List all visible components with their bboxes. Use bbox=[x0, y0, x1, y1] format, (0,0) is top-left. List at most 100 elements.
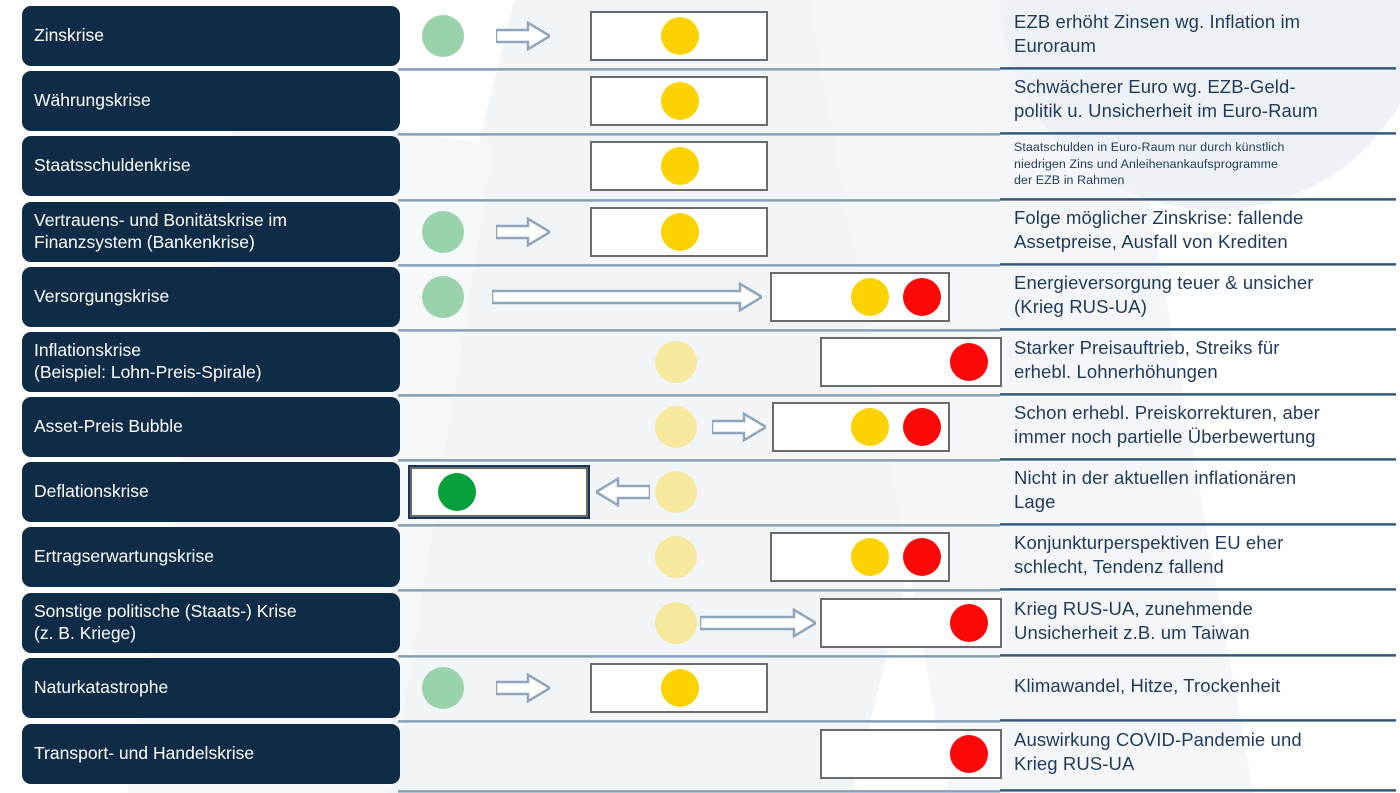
row-description-line: Assetpreise, Ausfall von Krediten bbox=[1014, 230, 1288, 252]
status-frame bbox=[590, 11, 768, 61]
status-frame bbox=[590, 663, 768, 713]
row-label-line: Deflationskrise bbox=[34, 481, 149, 502]
row-separator-left bbox=[398, 133, 1000, 136]
arrow-right-icon bbox=[710, 411, 769, 447]
row-label-text: Naturkatastrophe bbox=[34, 677, 168, 699]
row-description: Energieversorgung teuer & unsicher(Krieg… bbox=[1014, 271, 1394, 318]
yellow-dot bbox=[851, 538, 889, 576]
row-description-line: der EZB in Rahmen bbox=[1014, 173, 1125, 188]
row-description-line: Schwächerer Euro wg. EZB-Geld- bbox=[1014, 76, 1296, 98]
row-label-line: Vertrauens- und Bonitätskrise im bbox=[34, 210, 287, 231]
row-label-line: (Beispiel: Lohn-Preis-Spirale) bbox=[34, 362, 262, 382]
row-label-text: Asset-Preis Bubble bbox=[34, 416, 183, 438]
row-label-naturkatastrophe[interactable]: Naturkatastrophe bbox=[22, 658, 400, 718]
row-label-deflationskrise[interactable]: Deflationskrise bbox=[22, 462, 400, 522]
row-separator-right bbox=[1000, 263, 1396, 266]
row-description-line: Klimawandel, Hitze, Trockenheit bbox=[1014, 675, 1281, 697]
status-frame bbox=[820, 729, 1002, 779]
yellow-dot bbox=[661, 82, 699, 120]
row-label-text: Deflationskrise bbox=[34, 481, 149, 503]
arrow-right-icon bbox=[494, 216, 553, 252]
row-separator-left bbox=[398, 329, 1000, 332]
row-description-line: Krieg RUS-UA, zunehmende bbox=[1014, 598, 1253, 620]
yellow-dot bbox=[851, 278, 889, 316]
row-label-zinskrise[interactable]: Zinskrise bbox=[22, 6, 400, 66]
row-label-line: Sonstige politische (Staats-) Krise bbox=[34, 601, 297, 622]
green-light-dot bbox=[422, 276, 464, 318]
row-description: Klimawandel, Hitze, Trockenheit bbox=[1014, 674, 1394, 698]
row-label-line: Naturkatastrophe bbox=[34, 677, 169, 698]
green-light-dot bbox=[422, 15, 464, 57]
row-separator-right bbox=[1000, 67, 1396, 70]
row-separator-left bbox=[398, 264, 1000, 267]
status-frame bbox=[590, 141, 768, 191]
yellow-faded-dot bbox=[655, 406, 697, 448]
row-label-asset-preis-bubble[interactable]: Asset-Preis Bubble bbox=[22, 397, 400, 457]
row-description-line: Unsicherheit z.B. um Taiwan bbox=[1014, 621, 1250, 643]
row-description-line: schlecht, Tendenz fallend bbox=[1014, 555, 1224, 577]
row-separator-right bbox=[1000, 789, 1396, 792]
row-separator-right bbox=[1000, 458, 1396, 461]
row-label-text: Versorgungskrise bbox=[34, 286, 169, 308]
row-label-waehrungskrise[interactable]: Währungskrise bbox=[22, 71, 400, 131]
row-description: Staatschulden in Euro-Raum nur durch kün… bbox=[1014, 139, 1386, 189]
row-separator-right bbox=[1000, 588, 1396, 591]
status-frame bbox=[820, 598, 1002, 648]
row-separator-right bbox=[1000, 523, 1396, 526]
row-description-line: Schon erhebl. Preiskorrekturen, aber bbox=[1014, 402, 1320, 424]
row-label-ertragserwartungskrise[interactable]: Ertragserwartungskrise bbox=[22, 527, 400, 587]
row-label-line: Inflationskrise bbox=[34, 340, 141, 361]
row-separator-left bbox=[398, 68, 1000, 71]
row-description-line: erhebl. Lohnerhöhungen bbox=[1014, 360, 1218, 382]
arrow-right-icon bbox=[494, 20, 553, 56]
row-label-inflationskrise[interactable]: Inflationskrise(Beispiel: Lohn-Preis-Spi… bbox=[22, 332, 400, 392]
status-frame bbox=[770, 272, 950, 322]
row-description-line: Folge möglicher Zinskrise: fallende bbox=[1014, 207, 1304, 229]
row-label-text: Inflationskrise(Beispiel: Lohn-Preis-Spi… bbox=[34, 340, 262, 384]
status-frame bbox=[408, 465, 590, 519]
row-separator-right bbox=[1000, 719, 1396, 722]
row-description-line: Energieversorgung teuer & unsicher bbox=[1014, 272, 1314, 294]
row-label-line: Finanzsystem (Bankenkrise) bbox=[34, 232, 255, 252]
arrow-right-icon bbox=[698, 607, 819, 643]
status-frame bbox=[772, 402, 950, 452]
row-label-transport-handelskrise[interactable]: Transport- und Handelskrise bbox=[22, 724, 400, 784]
row-separator-right bbox=[1000, 198, 1396, 201]
arrow-left-icon bbox=[593, 476, 652, 512]
status-frame bbox=[590, 207, 768, 257]
status-frame bbox=[820, 337, 1002, 387]
arrow-right-icon bbox=[490, 281, 765, 317]
row-description-line: Starker Preisauftrieb, Streiks für bbox=[1014, 337, 1280, 359]
row-label-text: Transport- und Handelskrise bbox=[34, 743, 254, 765]
red-dot bbox=[903, 278, 941, 316]
yellow-dot bbox=[661, 669, 699, 707]
row-label-text: Zinskrise bbox=[34, 25, 104, 47]
row-description-line: politik u. Unsicherheit im Euro-Raum bbox=[1014, 99, 1318, 121]
row-separator-right bbox=[1000, 328, 1396, 331]
row-description-line: Auswirkung COVID-Pandemie und bbox=[1014, 729, 1302, 751]
row-label-line: Staatsschuldenkrise bbox=[34, 155, 191, 176]
row-description-line: Euroraum bbox=[1014, 34, 1097, 56]
row-label-text: Ertragserwartungskrise bbox=[34, 546, 214, 568]
status-frame bbox=[590, 76, 768, 126]
red-dot bbox=[950, 604, 988, 642]
row-label-line: Ertragserwartungskrise bbox=[34, 546, 214, 567]
row-label-text: Sonstige politische (Staats-) Krise(z. B… bbox=[34, 601, 297, 645]
row-separator-left bbox=[398, 459, 1000, 462]
row-label-versorgungskrise[interactable]: Versorgungskrise bbox=[22, 267, 400, 327]
row-description-line: Konjunkturperspektiven EU eher bbox=[1014, 532, 1284, 554]
row-label-text: Währungskrise bbox=[34, 90, 151, 112]
row-description-line: Nicht in der aktuellen inflationären bbox=[1014, 467, 1297, 489]
yellow-dot bbox=[661, 213, 699, 251]
row-description-line: Lage bbox=[1014, 490, 1056, 512]
row-separator-left bbox=[398, 589, 1000, 592]
row-separator-left bbox=[398, 394, 1000, 397]
row-separator-left bbox=[398, 199, 1000, 202]
red-dot bbox=[903, 408, 941, 446]
row-label-sonstige-politische-krise[interactable]: Sonstige politische (Staats-) Krise(z. B… bbox=[22, 593, 400, 653]
row-label-staatsschuldenkrise[interactable]: Staatsschuldenkrise bbox=[22, 136, 400, 196]
